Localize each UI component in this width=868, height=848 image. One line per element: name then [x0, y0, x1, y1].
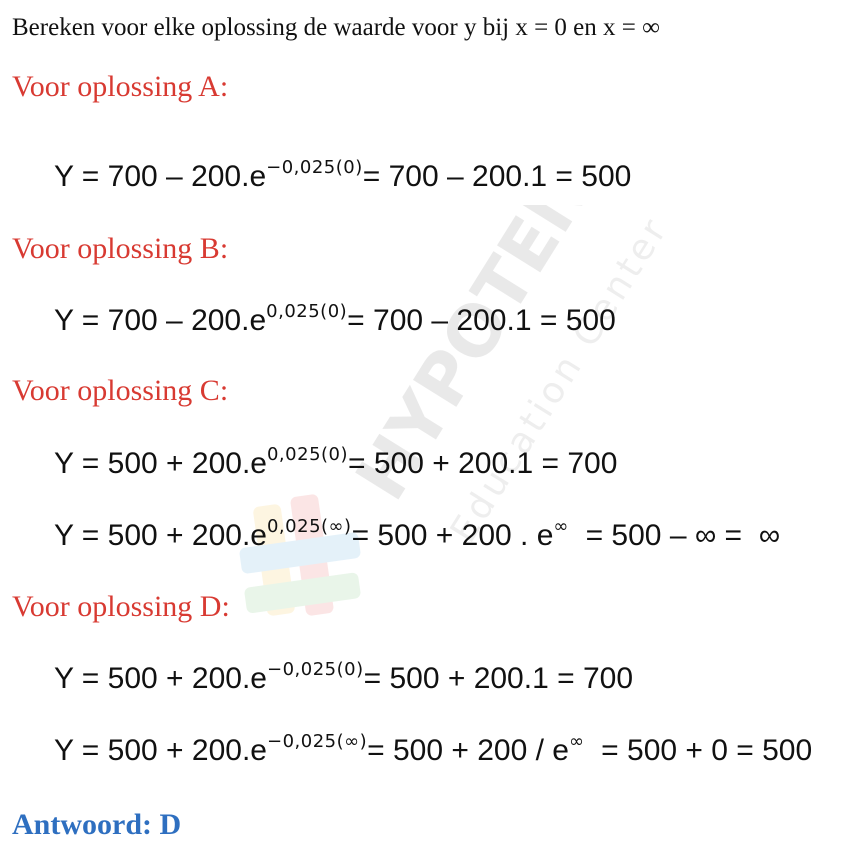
heading-oplossing-a: Voor oplossing A: [12, 70, 229, 103]
equation-d-1: Y = 500 + 200.e−0,025(0)= 500 + 200.1 = … [54, 659, 634, 696]
equation-c-2: Y = 500 + 200.e0,025(∞)= 500 + 200 . e∞ … [54, 516, 781, 553]
equation-part: Y = 500 + 200.e [54, 447, 267, 480]
equation-part: = 500 + 200 . e [351, 519, 554, 552]
exponent: 0,025(∞) [266, 516, 352, 537]
exponent: 0,025(0) [266, 444, 349, 465]
equation-part: Y = 500 + 200.e [54, 662, 267, 695]
watermark-sub: Education Center [443, 209, 677, 549]
exponent: −0,025(∞) [266, 731, 368, 752]
equation-part: Y = 700 – 200.e [54, 160, 267, 193]
answer-text: Antwoord: D [12, 808, 182, 841]
equation-part: Y = 500 + 200.e [54, 734, 267, 767]
equation-part: Y = 500 + 200.e [54, 519, 267, 552]
equation-part: = 500 + 200.1 = 700 [363, 662, 634, 695]
exponent: −0,025(0) [266, 659, 364, 680]
heading-oplossing-c: Voor oplossing C: [12, 374, 229, 407]
heading-oplossing-d: Voor oplossing D: [12, 590, 230, 623]
equation-part: = 500 – ∞ = ∞ [568, 519, 781, 552]
equation-part: Y = 700 – 200.e [54, 304, 267, 337]
heading-oplossing-b: Voor oplossing B: [12, 232, 229, 265]
equation-part: = 700 – 200.1 = 500 [362, 160, 632, 193]
equation-part: = 500 + 200.1 = 700 [348, 447, 618, 480]
equation-b-1: Y = 700 – 200.e0,025(0)= 700 – 200.1 = 5… [54, 301, 616, 338]
exponent: 0,025(0) [266, 301, 348, 322]
equation-part: = 500 + 200 / e [367, 734, 569, 767]
watermark-logo: HYPOTENUSE Education Center [239, 205, 680, 616]
exponent: −0,025(0) [266, 157, 363, 178]
equation-a-1: Y = 700 – 200.e−0,025(0)= 700 – 200.1 = … [54, 157, 632, 194]
exponent: ∞ [553, 516, 569, 537]
intro-text: Bereken voor elke oplossing de waarde vo… [12, 14, 660, 41]
equation-d-2: Y = 500 + 200.e−0,025(∞)= 500 + 200 / e∞… [54, 731, 813, 768]
exponent: ∞ [568, 731, 585, 752]
equation-part: = 700 – 200.1 = 500 [347, 304, 616, 337]
equation-part: = 500 + 0 = 500 [584, 734, 813, 767]
equation-c-1: Y = 500 + 200.e0,025(0)= 500 + 200.1 = 7… [54, 444, 618, 481]
